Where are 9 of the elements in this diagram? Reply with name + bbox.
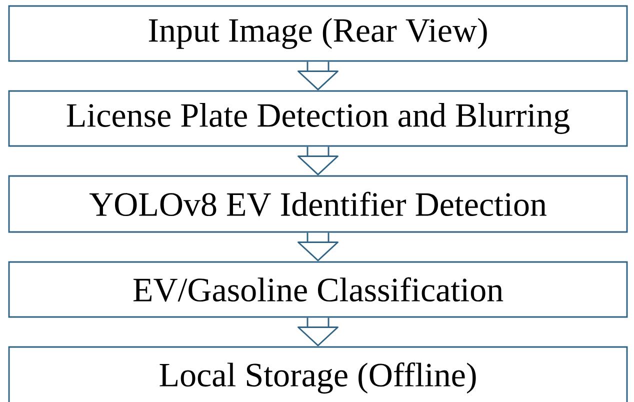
process-box: Local Storage (Offline) [8,346,628,402]
process-box: License Plate Detection and Blurring [8,90,628,147]
block-arrow [298,232,338,262]
block-arrow [298,62,338,90]
block-arrow [298,318,338,346]
process-box: YOLOv8 EV Identifier Detection [8,175,628,233]
block-arrow [298,146,338,176]
process-box: Input Image (Rear View) [8,5,628,62]
process-box: EV/Gasoline Classification [8,261,628,318]
